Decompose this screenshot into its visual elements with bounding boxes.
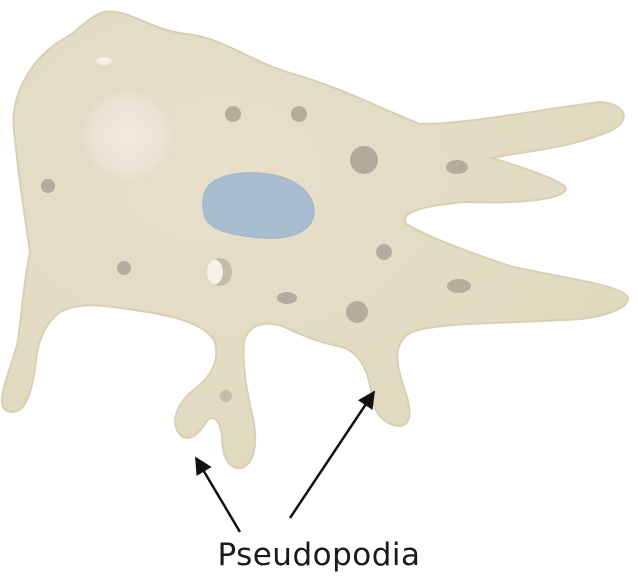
arrow-icon	[290, 392, 374, 518]
food-vacuole	[350, 146, 378, 174]
food-vacuole	[41, 179, 55, 193]
food-vacuole	[220, 390, 232, 402]
food-vacuole	[225, 106, 241, 122]
food-vacuole	[291, 106, 307, 122]
contractile-vacuole	[80, 88, 176, 184]
arrow-icon	[196, 458, 240, 532]
food-vacuole	[446, 160, 468, 174]
food-vacuole	[277, 292, 297, 304]
food-vacuole	[447, 279, 471, 293]
food-vacuole	[117, 261, 131, 275]
food-vacuole	[376, 244, 392, 260]
cell-body	[2, 12, 628, 469]
food-vacuole	[346, 301, 368, 323]
crescent-vacuole-highlight	[207, 260, 223, 284]
pseudopodia-label: Pseudopodia	[0, 537, 638, 573]
small-vacuole	[96, 57, 112, 65]
